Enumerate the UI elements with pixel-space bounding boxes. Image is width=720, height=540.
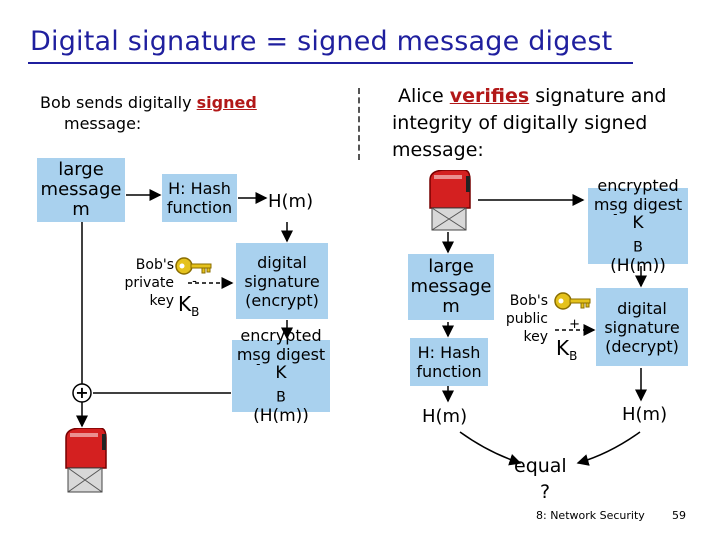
right-message-box: large message m <box>408 254 494 320</box>
box-line: function <box>416 362 482 381</box>
left-hash-box: H: Hash function <box>162 174 237 222</box>
verifies-keyword: verifies <box>449 85 530 107</box>
box-line: digital <box>257 252 307 272</box>
formula-rest: (H(m)) <box>610 256 666 277</box>
key-icon <box>175 257 212 275</box>
private-key-symbol: KB - <box>178 274 200 319</box>
right-intro-line3: message: <box>392 139 484 161</box>
box-line: (encrypt) <box>245 290 319 310</box>
box-line: large <box>58 159 104 180</box>
key-label-line: key <box>523 329 548 345</box>
left-intro-line2: message: <box>64 114 142 133</box>
box-line: m <box>442 296 460 317</box>
right-intro-line2: integrity of digitally signed <box>392 112 648 134</box>
box-line: large <box>428 256 474 277</box>
plus-sign: + <box>75 383 89 402</box>
left-key-label: Bob's private key <box>112 256 175 310</box>
public-key-symbol: KB + <box>556 317 580 363</box>
formula-k: K <box>632 212 644 233</box>
compare-question: ? <box>540 481 551 503</box>
box-line: signature <box>244 271 320 291</box>
left-sign-box: digital signature (encrypt) <box>236 243 328 319</box>
left-message-box: large message m <box>37 158 125 222</box>
divider <box>358 88 360 160</box>
right-intro-prefix: Alice <box>398 85 450 107</box>
box-line: signature <box>604 317 680 337</box>
box-line: H: Hash <box>417 343 481 362</box>
box-line: message <box>410 276 492 297</box>
left-intro-line1: Bob sends digitally signed <box>40 93 257 113</box>
right-intro-line1: Alice verifies signature and <box>398 84 667 108</box>
box-line: msg digest <box>236 344 326 364</box>
title-underline <box>28 62 633 64</box>
box-line: msg digest <box>593 194 683 214</box>
compare-equal: equal <box>514 455 567 477</box>
formula-minus: - <box>256 356 261 371</box>
box-line: (decrypt) <box>605 336 679 356</box>
plus-circle <box>72 383 92 403</box>
left-hash-output: H(m) <box>268 191 314 212</box>
right-key-label: Bob's public key <box>498 292 548 346</box>
box-line: function <box>166 198 233 217</box>
footer-page-number: 59 <box>672 509 686 522</box>
mailbox-icon-right <box>429 170 471 231</box>
mailbox-icon <box>65 428 107 493</box>
key-icon-right <box>554 292 591 310</box>
right-intro-rest: signature and <box>529 85 667 107</box>
formula-sub: B <box>633 239 643 256</box>
right-hash-output-left: H(m) <box>422 406 468 427</box>
right-hash-output-right: H(m) <box>622 404 668 425</box>
key-label-line: private <box>124 275 175 291</box>
box-line: message <box>40 179 122 200</box>
page-title: Digital signature = signed message diges… <box>30 26 613 57</box>
signed-keyword: signed <box>196 93 257 112</box>
arrow-hm-right-to-equal <box>576 431 641 466</box>
key-sub: B <box>569 349 578 363</box>
key-label-line: Bob's <box>509 293 548 309</box>
box-line: H: Hash <box>168 179 231 198</box>
right-verify-box: digital signature (decrypt) <box>596 288 688 366</box>
box-line: digital <box>617 298 667 318</box>
left-intro-prefix: Bob sends digitally <box>40 93 197 112</box>
box-line: encrypted <box>597 175 679 195</box>
key-sup: + <box>569 317 581 332</box>
right-hash-box: H: Hash function <box>410 338 488 386</box>
formula-minus: - <box>613 206 618 221</box>
key-k: K <box>556 336 570 360</box>
key-sup: - <box>192 274 197 289</box>
formula-k: K <box>275 362 287 383</box>
key-label-line: key <box>149 293 174 309</box>
footer-section: 8: Network Security <box>536 509 645 522</box>
box-line: m <box>72 199 90 220</box>
formula-sub: B <box>276 389 286 406</box>
key-k: K <box>178 292 192 316</box>
box-line: encrypted <box>240 325 322 345</box>
arrow-hm-left-to-equal <box>459 431 522 466</box>
formula-rest: (H(m)) <box>253 406 309 427</box>
key-label-line: Bob's <box>135 257 174 273</box>
key-label-line: public <box>505 311 548 327</box>
key-sub: B <box>191 305 200 319</box>
